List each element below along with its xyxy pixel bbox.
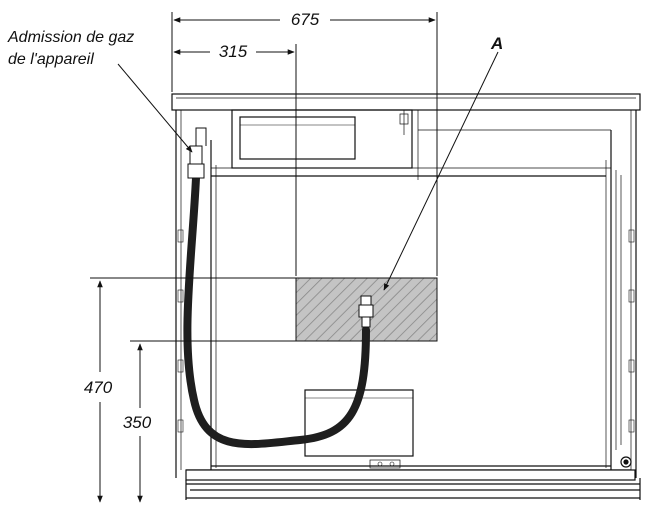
- dimension-lines: [90, 12, 499, 503]
- gas-hose: [183, 174, 370, 449]
- gas-inlet-label-line1: Admission de gaz: [7, 29, 134, 46]
- dimension-zone-bottom-height: 350: [123, 413, 152, 432]
- marker-a-label: A: [490, 34, 503, 53]
- gas-inlet-label-line2: de l'appareil: [8, 51, 94, 68]
- gas-supply-fitting: [358, 295, 374, 328]
- dimension-inlet-offset: 315: [219, 42, 248, 61]
- appliance-gas-inlet-fitting: [187, 127, 207, 179]
- appliance-outline: [171, 93, 641, 500]
- dimension-zone-top-height: 470: [84, 378, 113, 397]
- dimension-overall-width: 675: [291, 10, 320, 29]
